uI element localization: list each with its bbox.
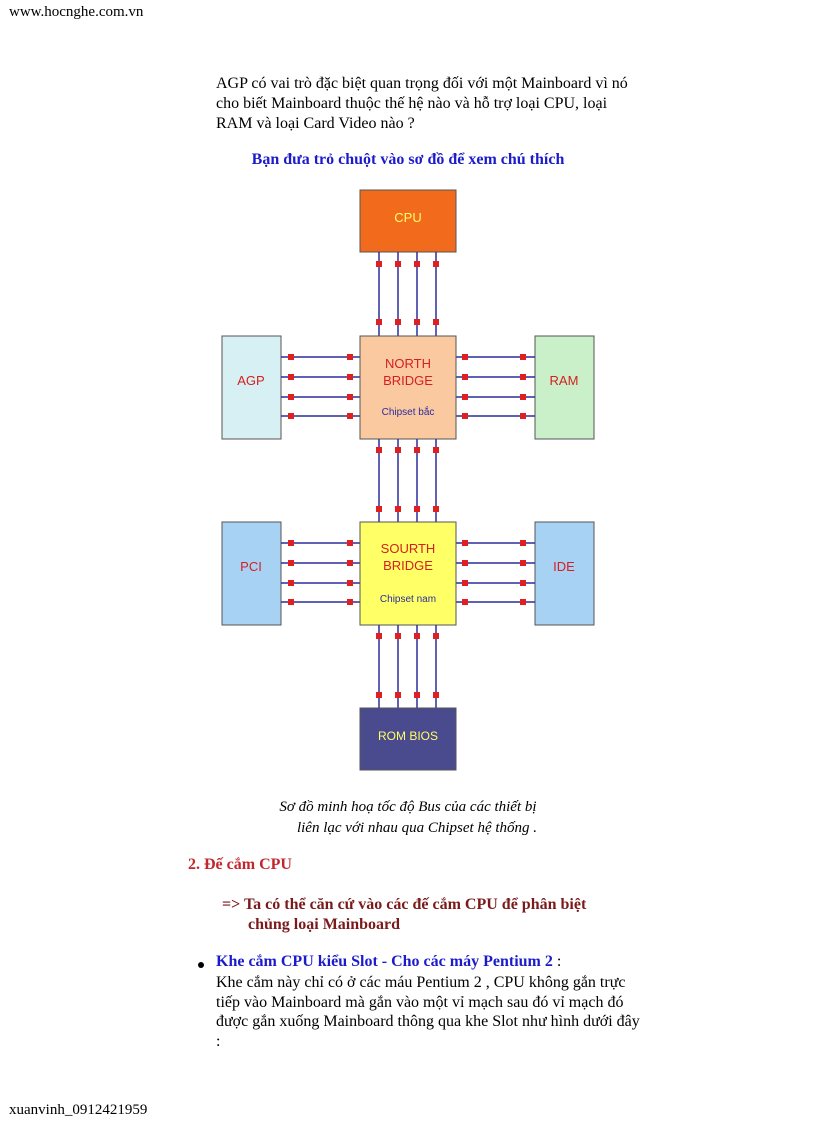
bullet-body-text: Khe cắm này chỉ có ở các máu Pentium 2 ,…	[216, 974, 640, 1050]
south-label-1: SOURTH	[381, 541, 436, 556]
site-header-url: www.hocnghe.com.vn	[9, 4, 144, 20]
bus-cpu-north	[376, 252, 439, 336]
bus-pci-south	[281, 540, 360, 605]
bus-south-ide	[456, 540, 535, 605]
section-heading: 2. Đế cắm CPU	[188, 856, 292, 873]
footer-author: xuanvinh_0912421959	[9, 1102, 148, 1118]
bullet-heading: Khe cắm CPU kiểu Slot - Cho các máy Pent…	[216, 953, 561, 971]
ide-box[interactable]: IDE	[534, 521, 595, 626]
cpu-box[interactable]: CPU	[359, 189, 457, 253]
ram-box[interactable]: RAM	[534, 335, 595, 440]
bus-north-south	[376, 439, 439, 522]
note-line-2: chủng loại Mainboard	[248, 916, 401, 933]
note-line-1: => Ta có thể căn cứ vào các đế cắm CPU đ…	[222, 896, 587, 913]
section-note: => Ta có thể căn cứ vào các đế cắm CPU đ…	[222, 895, 622, 935]
caption-line-1: Sơ đồ minh hoạ tốc độ Bus của các thiết …	[279, 799, 537, 815]
south-label-2: BRIDGE	[383, 558, 433, 573]
ide-label: IDE	[553, 559, 575, 574]
rom-bios-label: ROM BIOS	[378, 729, 438, 743]
pci-label: PCI	[240, 559, 262, 574]
agp-label: AGP	[237, 373, 264, 388]
intro-paragraph: AGP có vai trò đặc biệt quan trọng đối v…	[216, 75, 628, 132]
agp-box[interactable]: AGP	[221, 335, 282, 440]
pci-box[interactable]: PCI	[221, 521, 282, 626]
bullet-marker-icon	[198, 962, 204, 968]
diagram-hint: Bạn đưa trỏ chuột vào sơ đồ để xem chú t…	[251, 151, 565, 168]
diagram-caption: Sơ đồ minh hoạ tốc độ Bus của các thiết …	[0, 797, 816, 839]
caption-line-2: liên lạc với nhau qua Chipset hệ thống .	[296, 820, 538, 836]
bullet-heading-text: Khe cắm CPU kiểu Slot - Cho các máy Pent…	[216, 953, 553, 970]
south-bridge-box[interactable]: SOURTH BRIDGE Chipset nam	[359, 521, 457, 626]
ram-label: RAM	[550, 373, 579, 388]
rom-bios-box[interactable]: ROM BIOS	[359, 707, 457, 771]
bullet-heading-colon: :	[552, 953, 562, 970]
north-bridge-box[interactable]: NORTH BRIDGE Chipset bắc	[359, 335, 457, 440]
bus-south-rom	[376, 625, 439, 708]
bus-north-ram	[456, 354, 535, 419]
cpu-label: CPU	[394, 210, 421, 225]
north-sub-label: Chipset bắc	[382, 405, 435, 418]
cpu-rect	[359, 189, 457, 253]
north-label-1: NORTH	[385, 356, 431, 371]
south-sub-label: Chipset nam	[380, 594, 436, 605]
north-label-2: BRIDGE	[383, 373, 433, 388]
bus-agp-north	[281, 354, 360, 419]
